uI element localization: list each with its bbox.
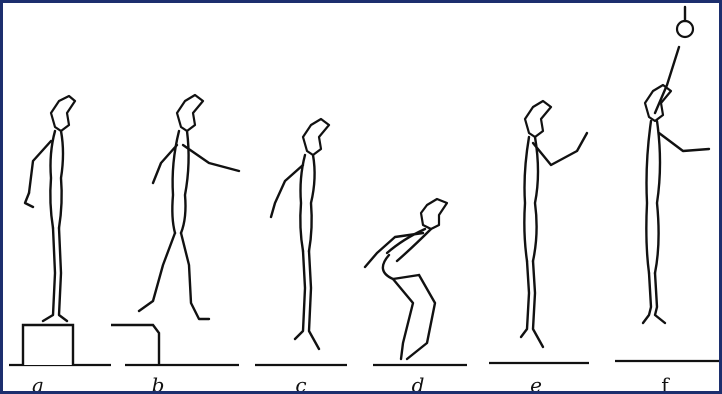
label-b: b	[143, 373, 173, 394]
figure-c	[271, 119, 329, 349]
label-d: d	[403, 373, 433, 394]
ball	[677, 21, 693, 37]
figure-e	[521, 101, 587, 347]
label-f: f	[650, 373, 680, 394]
jump-sequence-drawing	[3, 3, 719, 391]
figure-d	[365, 199, 447, 359]
step-box-a	[23, 325, 73, 365]
label-e: e	[521, 373, 551, 394]
label-c: c	[286, 373, 316, 394]
label-a: a	[23, 373, 53, 394]
figure-f	[643, 7, 709, 323]
step-box-b	[111, 325, 159, 365]
figure-a	[25, 96, 75, 321]
figure-b	[139, 95, 239, 319]
